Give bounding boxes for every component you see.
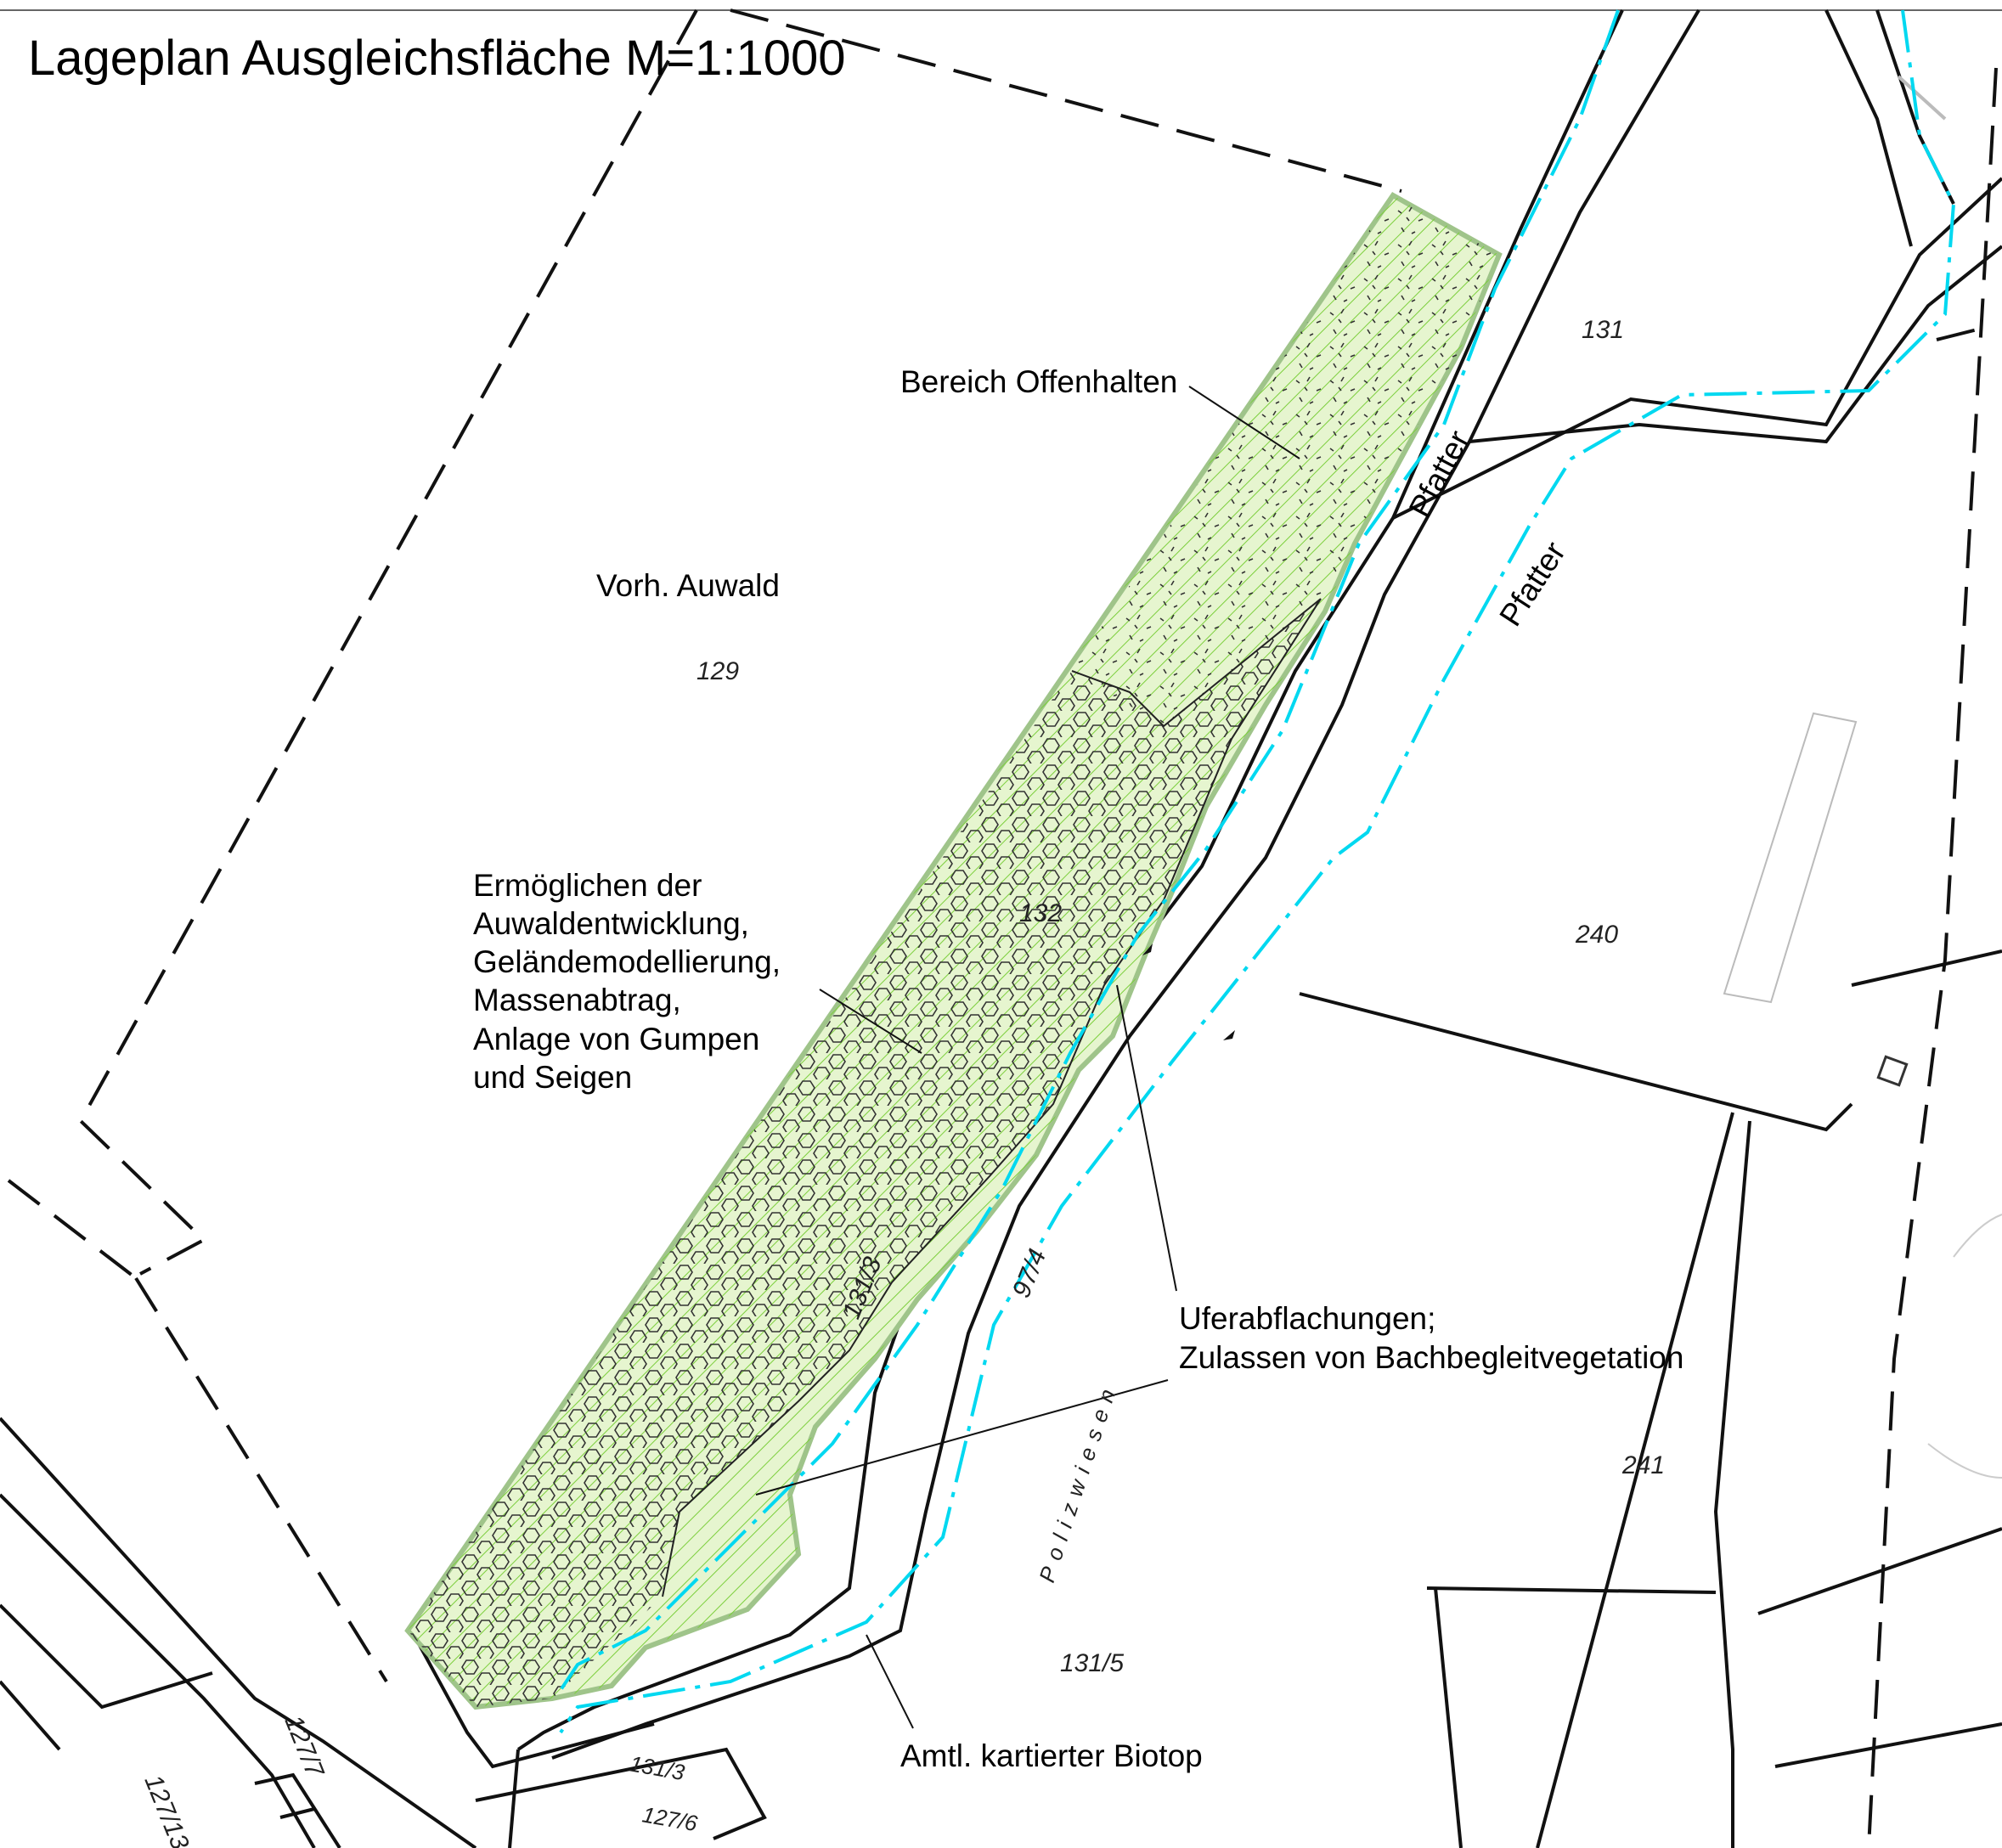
svg-text:Anlage von Gumpen: Anlage von Gumpen xyxy=(473,1022,759,1056)
parcel-131: 131 xyxy=(1582,316,1624,344)
parcel-131-3-south: 131/3 xyxy=(628,1750,687,1785)
parcel-127-13: 127/13 xyxy=(139,1771,195,1848)
svg-text:Geländemodellierung,: Geländemodellierung, xyxy=(473,944,781,979)
label-vorh-auwald: Vorh. Auwald xyxy=(596,568,780,603)
leader-lines xyxy=(755,386,1300,1729)
svg-text:Massenabtrag,: Massenabtrag, xyxy=(473,983,681,1017)
svg-text:Zulassen von Bachbegleitvegeta: Zulassen von Bachbegleitvegetation xyxy=(1179,1340,1683,1375)
svg-text:Uferabflachungen;: Uferabflachungen; xyxy=(1179,1301,1435,1336)
parcel-boundaries-dashed xyxy=(7,8,1998,1848)
parcel-97-4: 97/4 xyxy=(1007,1245,1052,1302)
parcel-241: 241 xyxy=(1621,1451,1665,1479)
pond-outline xyxy=(1723,712,1858,1004)
compensation-area xyxy=(404,192,1503,1710)
label-uferabflachungen: Uferabflachungen; Zulassen von Bachbegle… xyxy=(1179,1301,1683,1375)
parcel-127-6: 127/6 xyxy=(640,1801,700,1836)
biotop-line xyxy=(559,9,1956,1734)
parcel-131-5: 131/5 xyxy=(1060,1649,1124,1677)
svg-text:Auwaldentwicklung,: Auwaldentwicklung, xyxy=(473,906,749,941)
label-biotop: Amtl. kartierter Biotop xyxy=(900,1738,1203,1773)
svg-text:und Seigen: und Seigen xyxy=(473,1060,632,1095)
label-ermoeglichen: Ermöglichen der Auwaldentwicklung, Gelän… xyxy=(473,868,781,1095)
parcel-127-7: 127/7 xyxy=(279,1711,330,1782)
svg-text:Ermöglichen der: Ermöglichen der xyxy=(473,868,702,903)
field-name-polizwiesen: Polizwiesen xyxy=(1034,1378,1123,1585)
river-label-pfatter-2: Pfatter xyxy=(1492,536,1572,633)
parcel-240: 240 xyxy=(1575,921,1618,949)
label-bereich-offenhalten: Bereich Offenhalten xyxy=(900,364,1177,399)
parcel-129: 129 xyxy=(696,657,739,685)
parcel-132: 132 xyxy=(1019,899,1062,927)
page-title: Lageplan Ausgleichsfläche M=1:1000 xyxy=(28,31,846,86)
